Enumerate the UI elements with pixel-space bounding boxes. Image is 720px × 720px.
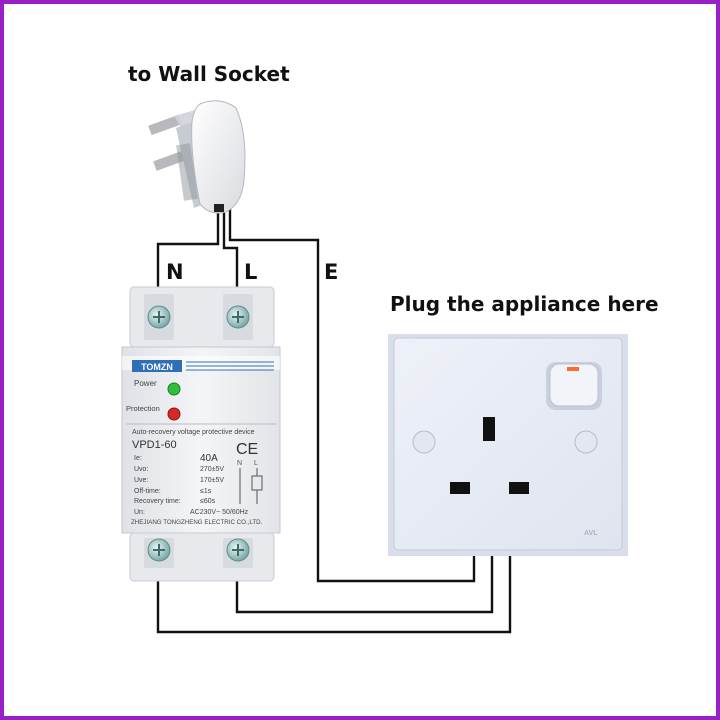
n-terminal-label: N (237, 460, 242, 467)
socket-screw-left (412, 430, 436, 454)
un-value: AC230V~ 50/60Hz (190, 509, 249, 516)
live-wire-top (222, 209, 239, 300)
device-description: Auto-recovery voltage protective device (132, 429, 255, 436)
protection-led (167, 407, 181, 421)
live-label: L (244, 260, 258, 284)
brand-logo: TOMZN (141, 362, 173, 372)
ie-value: 40A (200, 453, 218, 464)
ce-mark-icon: CE (236, 441, 258, 458)
uk-plug-icon (148, 100, 246, 214)
socket-switch[interactable] (546, 362, 602, 410)
wall-socket-label: to Wall Socket (128, 62, 290, 86)
l-terminal-label: L (254, 460, 258, 467)
earth-label: E (324, 260, 339, 284)
ie-label: Ie: (134, 455, 142, 462)
socket-maker-mark: AVL (584, 530, 598, 537)
socket-screw-right (574, 430, 598, 454)
neutral-wire-top (156, 209, 220, 300)
earth-slot (483, 417, 495, 441)
manufacturer-text: ZHEJIANG TONGZHENG ELECTRIC CO.,LTD. (131, 519, 263, 526)
wiring-diagram: TOMZN Power Protection Auto-recovery vol… (121, 100, 628, 634)
din-rail-protector-icon: TOMZN Power Protection Auto-recovery vol… (121, 286, 281, 582)
wall-socket-icon: AVL (388, 334, 628, 556)
uvo-value: 270±5V (200, 466, 224, 473)
live-slot (509, 482, 529, 494)
switch-indicator (567, 367, 579, 371)
power-label: Power (134, 379, 157, 388)
relay-symbol-icon: N L (237, 460, 263, 504)
wires (156, 209, 512, 634)
neutral-label: N (166, 260, 184, 284)
recovery-label: Recovery time: (134, 498, 181, 505)
neutral-slot (450, 482, 470, 494)
power-led (167, 382, 181, 396)
protection-label: Protection (126, 404, 160, 413)
device-model: VPD1-60 (132, 439, 177, 451)
earth-wire (228, 209, 476, 583)
neutral-wire-bottom (156, 550, 512, 634)
uvo-label: Uvo: (134, 466, 148, 473)
live-wire-bottom (235, 550, 494, 614)
uve-value: 170±5V (200, 477, 224, 484)
appliance-label: Plug the appliance here (390, 292, 659, 316)
un-label: Un: (134, 509, 145, 516)
uve-label: Uve: (134, 477, 148, 484)
recovery-value: ≤60s (200, 498, 216, 505)
off-time-label: Off-time: (134, 488, 161, 495)
off-time-value: ≤1s (200, 488, 212, 495)
